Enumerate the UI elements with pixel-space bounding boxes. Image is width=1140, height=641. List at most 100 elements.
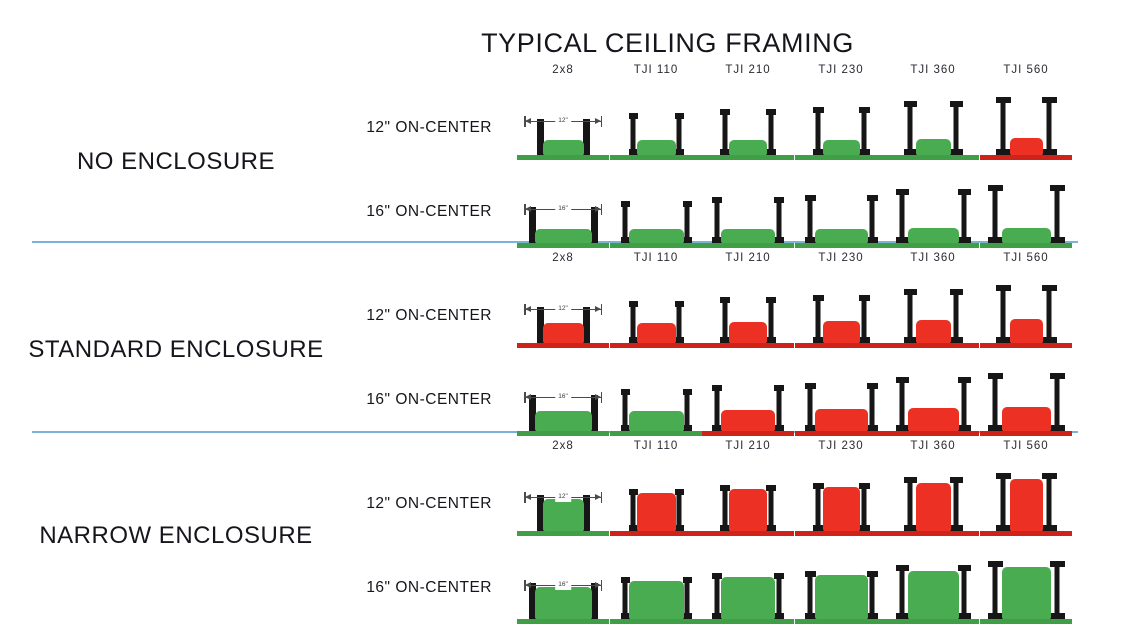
framing-cell [978, 460, 1074, 536]
base-plate [887, 431, 979, 436]
joist-bottom-flange [866, 237, 878, 243]
joist-top-flange [987, 561, 1003, 567]
joist-top-flange [1049, 561, 1065, 567]
joist-web [953, 294, 959, 338]
row-label-16-on-center: 16" ON-CENTER [366, 579, 492, 596]
base-plate [795, 619, 887, 624]
framing-cell [885, 548, 981, 624]
joist-assembly-diagram [885, 276, 981, 348]
insulation-block [907, 228, 959, 243]
joist-top-flange [903, 289, 917, 295]
joist-web [622, 206, 628, 238]
column-header-tji-360: TJI 360 [910, 252, 956, 264]
joist-top-flange [804, 195, 816, 201]
joist-bottom-flange [987, 613, 1003, 619]
joist-web [684, 206, 690, 238]
i-joist-right [682, 389, 692, 431]
joist-web [899, 194, 905, 238]
joist-web [768, 490, 774, 526]
joist-assembly-diagram [793, 552, 889, 624]
framing-cell [793, 84, 889, 160]
insulation-block [1001, 228, 1051, 243]
joist-web [714, 202, 720, 238]
framing-cell [978, 548, 1074, 624]
i-joist-left [995, 97, 1011, 155]
joist-web [992, 378, 998, 426]
arrowhead-left-icon [525, 394, 531, 400]
joist-web [684, 394, 690, 426]
joist-left [536, 495, 544, 531]
insulation-block [822, 140, 860, 155]
joist-bottom-flange [1049, 613, 1065, 619]
joist-assembly-diagram [608, 176, 704, 248]
insulation-block [729, 489, 767, 531]
joist-bottom-flange [858, 525, 870, 531]
insulation-block [1001, 567, 1051, 619]
joist-top-flange [674, 113, 684, 119]
joist-bottom-flange [995, 149, 1011, 155]
column-header-2x8: 2x8 [552, 252, 574, 264]
arrowhead-left-icon [525, 206, 531, 212]
joist-top-flange [620, 577, 630, 583]
dimension-label: 16" [555, 204, 571, 214]
i-joist-right [774, 385, 784, 431]
base-plate [610, 619, 702, 624]
joist-bottom-flange [949, 337, 963, 343]
joist-bottom-flange [903, 149, 917, 155]
joist-bottom-flange [858, 337, 870, 343]
arrowhead-right-icon [595, 118, 601, 124]
i-joist-left [720, 109, 730, 155]
framing-cell [700, 460, 796, 536]
joist-web [676, 306, 682, 338]
joist-bottom-flange [903, 337, 917, 343]
joist-bottom-flange [949, 149, 963, 155]
joist-assembly-diagram [978, 176, 1074, 248]
joist-bottom-flange [620, 237, 630, 243]
column-header-tji-210: TJI 210 [725, 440, 771, 452]
insulation-block [814, 229, 868, 243]
joist-web [1000, 290, 1006, 338]
joist-bottom-flange [987, 237, 1003, 243]
insulation-block [907, 408, 959, 431]
insulation-block [542, 499, 584, 531]
base-plate [795, 155, 887, 160]
joist-assembly-diagram [793, 276, 889, 348]
joist-right [590, 583, 598, 619]
joist-assembly-diagram: 16" [515, 176, 611, 248]
joist-web [907, 106, 913, 150]
base-plate [980, 243, 1072, 248]
joist-bottom-flange [866, 613, 878, 619]
i-joist-right [957, 565, 971, 619]
joist-top-flange [682, 201, 692, 207]
joist-assembly-diagram [700, 276, 796, 348]
i-joist-right [766, 109, 776, 155]
i-joist-right [774, 197, 784, 243]
base-plate [610, 531, 702, 536]
insulation-block [721, 410, 775, 431]
i-joist-right [1049, 373, 1065, 431]
joist-top-flange [720, 109, 730, 115]
joist-bottom-flange [628, 337, 638, 343]
framing-cell [608, 84, 704, 160]
joist-assembly-diagram: 12" [515, 276, 611, 348]
row-label-12-on-center: 12" ON-CENTER [366, 119, 492, 136]
joist-bottom-flange [895, 237, 909, 243]
joist-assembly-diagram [978, 464, 1074, 536]
joist-assembly-diagram [700, 88, 796, 160]
arrowhead-right-icon [595, 306, 601, 312]
base-plate [702, 155, 794, 160]
i-joist-right [858, 483, 870, 531]
column-header-tji-110: TJI 110 [633, 64, 679, 76]
insulation-block [534, 411, 592, 431]
dimension-tick-left [524, 392, 526, 403]
joist-top-flange [895, 565, 909, 571]
joist-top-flange [766, 109, 776, 115]
insulation-block [628, 411, 684, 431]
joist-assembly-diagram [978, 276, 1074, 348]
i-joist-right [957, 189, 971, 243]
i-joist-left [620, 389, 630, 431]
framing-cell [793, 548, 889, 624]
section-label: NO ENCLOSURE [76, 148, 276, 175]
joist-assembly-diagram [608, 364, 704, 436]
joist-right [590, 395, 598, 431]
